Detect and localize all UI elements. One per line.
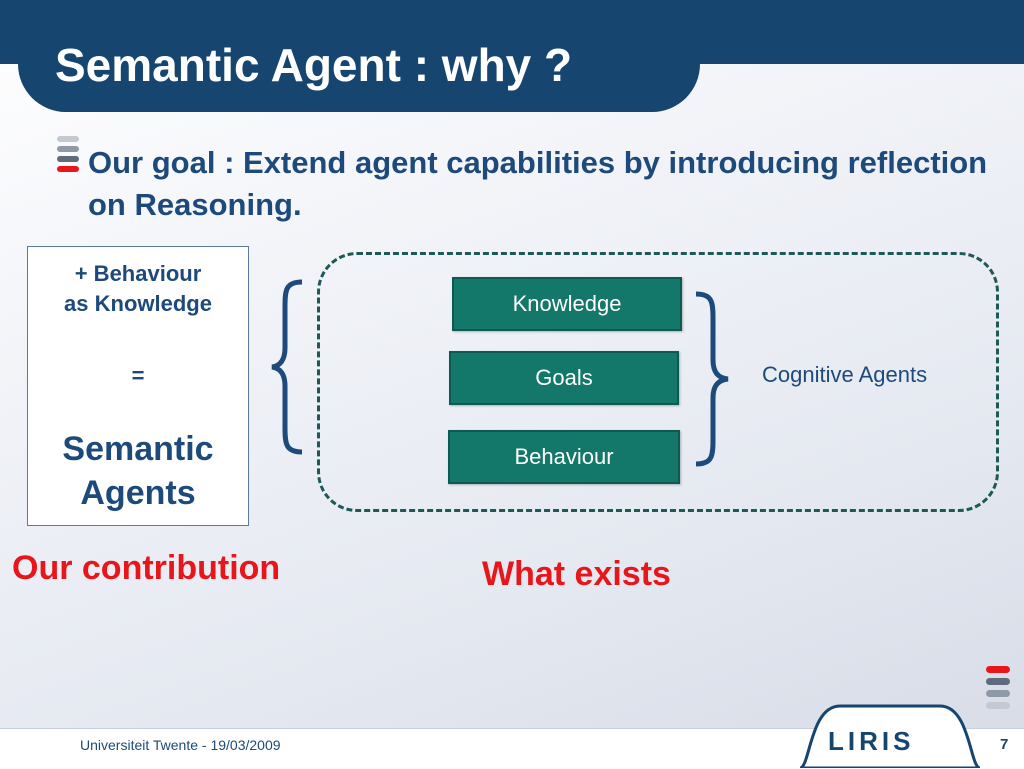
behaviour-box: Behaviour xyxy=(448,430,680,484)
our-contribution-label: Our contribution xyxy=(12,549,281,587)
cognitive-agents-label: Cognitive Agents xyxy=(762,362,928,387)
right-brace-icon xyxy=(695,291,729,467)
liris-logo: LIRIS xyxy=(828,726,915,756)
footer-text: Universiteit Twente - 19/03/2009 xyxy=(80,737,281,753)
as-knowledge-line: as Knowledge xyxy=(64,291,212,316)
semantic-agents-text: Semantic Agents xyxy=(28,427,248,515)
behaviour-line: + Behaviour xyxy=(74,261,202,286)
knowledge-box: Knowledge xyxy=(452,277,682,331)
goals-box: Goals xyxy=(449,351,679,405)
page-number: 7 xyxy=(1000,736,1009,753)
cognitive-agents-frame xyxy=(317,252,999,512)
what-exists-label: What exists xyxy=(482,555,671,593)
bullet-stack-icon xyxy=(57,136,79,176)
behaviour-knowledge-text: + Behaviour as Knowledge xyxy=(28,259,248,319)
goal-text: Our goal : Extend agent capabilities by … xyxy=(88,145,988,222)
semantic-agents-box: + Behaviour as Knowledge = Semantic Agen… xyxy=(27,246,249,526)
agents-line: Agents xyxy=(80,474,196,512)
left-brace-icon xyxy=(271,279,303,455)
semantic-line: Semantic xyxy=(62,430,214,468)
title-tab xyxy=(18,0,700,112)
slide-title: Semantic Agent : why ? xyxy=(55,39,573,91)
equals-sign: = xyxy=(131,363,145,388)
logo-tab-shape xyxy=(800,704,980,768)
corner-stack-icon xyxy=(986,666,1010,714)
